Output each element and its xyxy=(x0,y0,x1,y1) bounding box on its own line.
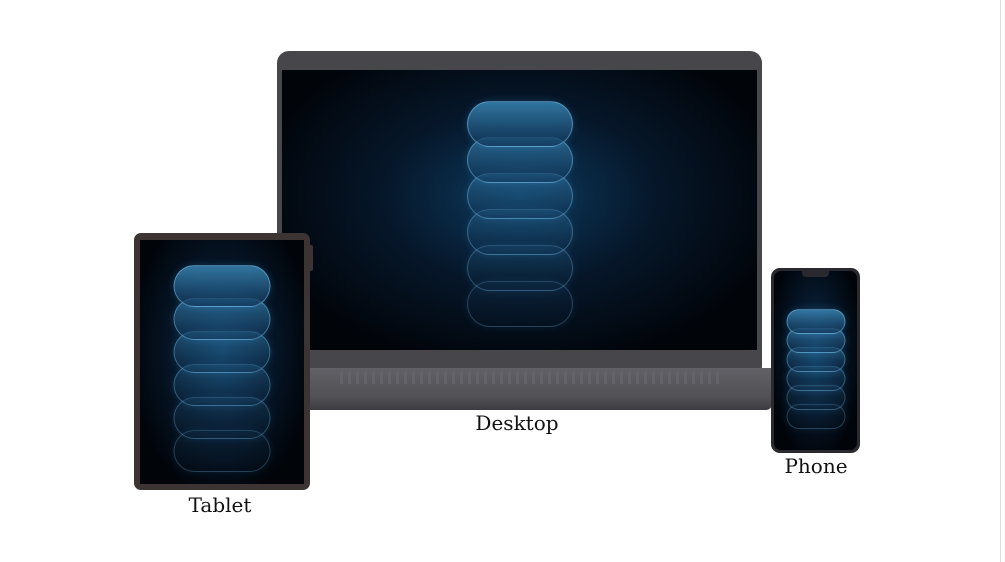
divider xyxy=(1000,0,1001,562)
laptop-screen xyxy=(282,70,757,350)
phone-label: Phone xyxy=(784,454,848,478)
phone-notch xyxy=(802,271,829,277)
stack-pill xyxy=(173,265,271,307)
laptop-keyboard xyxy=(340,372,720,384)
phone-screen xyxy=(774,271,857,450)
stack-pill xyxy=(786,309,845,334)
tablet-label: Tablet xyxy=(188,493,252,517)
tablet-button xyxy=(309,245,313,271)
tablet-screen xyxy=(140,240,304,484)
stack-pill xyxy=(466,101,573,147)
desktop-label: Desktop xyxy=(475,411,559,435)
